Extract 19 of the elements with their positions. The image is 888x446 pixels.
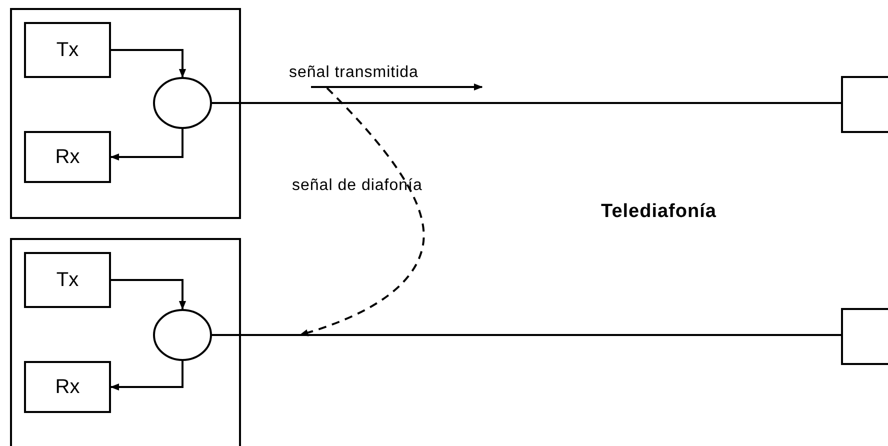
- arrow: [110, 361, 184, 391]
- signal-label: señal de diafonía: [292, 177, 422, 195]
- block-box: Rx: [24, 131, 111, 183]
- line: [212, 102, 841, 104]
- hybrid-circle: [153, 77, 212, 129]
- terminal-box: [10, 8, 241, 219]
- block-box: Tx: [24, 252, 111, 308]
- line-end-box: [841, 76, 888, 133]
- signal-label: señal transmitida: [289, 64, 418, 82]
- line-end-box: [841, 308, 888, 365]
- block-box: Rx: [24, 361, 111, 413]
- line: [212, 334, 841, 336]
- terminal-box: [10, 238, 241, 446]
- arrow: [111, 49, 186, 78]
- hybrid-circle: [153, 309, 212, 361]
- arrow: [111, 279, 186, 310]
- diagram-heading: Telediafonía: [601, 201, 716, 223]
- block-box: Tx: [24, 22, 111, 78]
- arrow: [110, 129, 184, 161]
